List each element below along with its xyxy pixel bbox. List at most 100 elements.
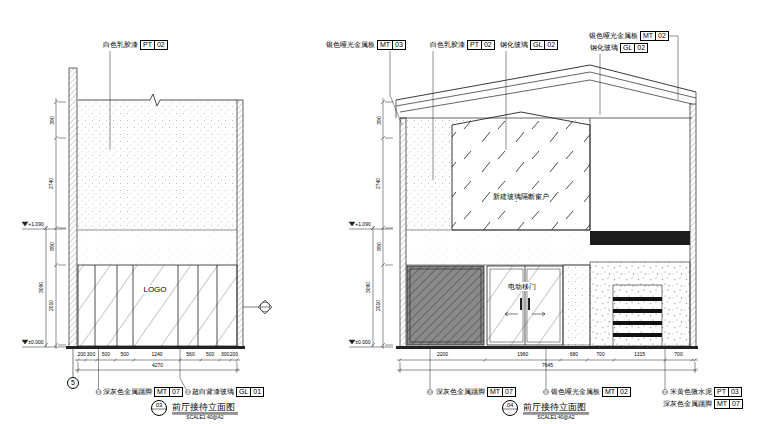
left-dimensions-part (46, 226, 47, 347)
left-elevation-part (260, 307, 270, 308)
right-dimensions-part (399, 369, 697, 372)
material-name: 深灰色金属踢脚 (436, 387, 485, 397)
right-elevation (396, 65, 698, 349)
dimension: 390 (50, 116, 55, 124)
tag-code: PT (141, 41, 154, 49)
left-elevation-part (95, 265, 217, 346)
right-elevation-part (690, 104, 696, 348)
leader-lines-part (428, 390, 433, 395)
view-number-circle: 03 (151, 400, 167, 416)
level-mark: +1.090 (355, 222, 370, 227)
tag-code: MT (715, 400, 729, 408)
right-elevation-part (613, 297, 662, 301)
leader-lines-part (98, 349, 99, 390)
dimension: 300 (221, 352, 229, 357)
dimension: 890 (50, 242, 55, 250)
right-dimensions-part (400, 362, 695, 373)
left-dimensions-part (22, 229, 66, 347)
leader-lines-part (430, 349, 431, 390)
leader-lines-part (390, 51, 402, 125)
left-dimensions-part (77, 359, 239, 362)
tag-code: 02 (481, 41, 494, 49)
right-dimensions-part (373, 226, 374, 347)
material-tag: GL02 (620, 43, 648, 53)
tag-code: 07 (729, 400, 742, 408)
dimension: 200 (78, 352, 86, 357)
left-elevation-part (78, 230, 237, 231)
left-dimensions-part (54, 100, 58, 347)
left-dimensions-part (58, 102, 66, 345)
tag-code: 03 (728, 388, 741, 396)
right-elevation-part (613, 309, 662, 313)
right-dimensions-part (397, 360, 698, 361)
left-elevation-part (237, 100, 243, 348)
view-number: 04 (503, 402, 517, 408)
dimension: 1315 (634, 352, 645, 357)
leader-lines-part (546, 349, 547, 390)
material-name: 钢化玻璃 (590, 43, 618, 53)
scale-note: SCALE1:40@A2 (186, 415, 223, 420)
right-elevation-part (490, 269, 523, 342)
left-elevation-part (78, 230, 237, 265)
level-mark: +1.090 (28, 222, 43, 227)
left-dimensions-part (77, 369, 239, 372)
material-name: 白色乳胶漆 (430, 40, 465, 50)
dimension: 3090 (40, 281, 45, 292)
leader-lines (96, 36, 678, 395)
material-name: 深灰色金属踢脚 (103, 387, 152, 397)
tag-code: 02 (544, 41, 557, 49)
right-elevation-part (452, 112, 590, 230)
dimension: 300 (87, 352, 95, 357)
left-dimensions-part (44, 226, 48, 347)
leader-lines-part (433, 51, 434, 180)
left-elevation-part (78, 94, 237, 106)
dimension: 1240 (151, 352, 162, 357)
area-label: 新建玻璃隔断窗户 (492, 192, 550, 201)
material-tag: GL01 (236, 387, 264, 397)
material-tag: MT07 (487, 387, 516, 397)
view-number-circle: 04 (502, 400, 518, 416)
right-dimensions-part (397, 370, 698, 371)
right-elevation-part (525, 266, 526, 345)
leader-lines-part (110, 51, 111, 150)
leader-lines-part (428, 392, 433, 393)
left-elevation (66, 68, 272, 377)
left-elevation-part (69, 68, 77, 348)
tag-code: MT (603, 388, 617, 396)
tag-code: 02 (154, 41, 167, 49)
material-tag: MT03 (377, 40, 406, 50)
title-marks-part (172, 414, 589, 415)
material-tag: GL02 (530, 40, 558, 50)
dimension: 2740 (50, 177, 55, 188)
dimension: 680 (570, 352, 578, 357)
dimension: 2010 (377, 299, 382, 310)
dimension: 500 (206, 352, 214, 357)
left-elevation-part (243, 307, 259, 308)
level-mark: ±0.000 (28, 340, 43, 345)
right-dimensions-part (371, 226, 375, 347)
material-tag: MT02 (640, 31, 669, 41)
leader-lines-part (668, 36, 678, 100)
right-elevation-part (406, 265, 590, 266)
tag-code: 02 (634, 44, 647, 52)
material-tag: MT07 (714, 399, 743, 409)
tag-code: 07 (502, 388, 515, 396)
right-elevation-part (563, 265, 590, 345)
dimension: 500 (120, 352, 128, 357)
right-dimensions (349, 98, 698, 373)
left-dimensions (22, 98, 240, 373)
dimension: 2010 (50, 299, 55, 310)
dimension: 560 (186, 352, 194, 357)
left-elevation-part (66, 346, 245, 349)
left-elevation-part (258, 300, 272, 314)
tag-code: GL (237, 388, 250, 396)
left-elevation-part (73, 349, 74, 377)
right-elevation-part (613, 333, 662, 337)
material-tag: PT02 (140, 40, 168, 50)
right-dimensions-part (399, 359, 697, 362)
logo-text: LOGO (142, 285, 167, 294)
leader-lines-part (663, 392, 668, 393)
right-elevation-part (590, 262, 690, 346)
dimension: 200 (230, 352, 238, 357)
material-tag: PT03 (714, 387, 742, 397)
